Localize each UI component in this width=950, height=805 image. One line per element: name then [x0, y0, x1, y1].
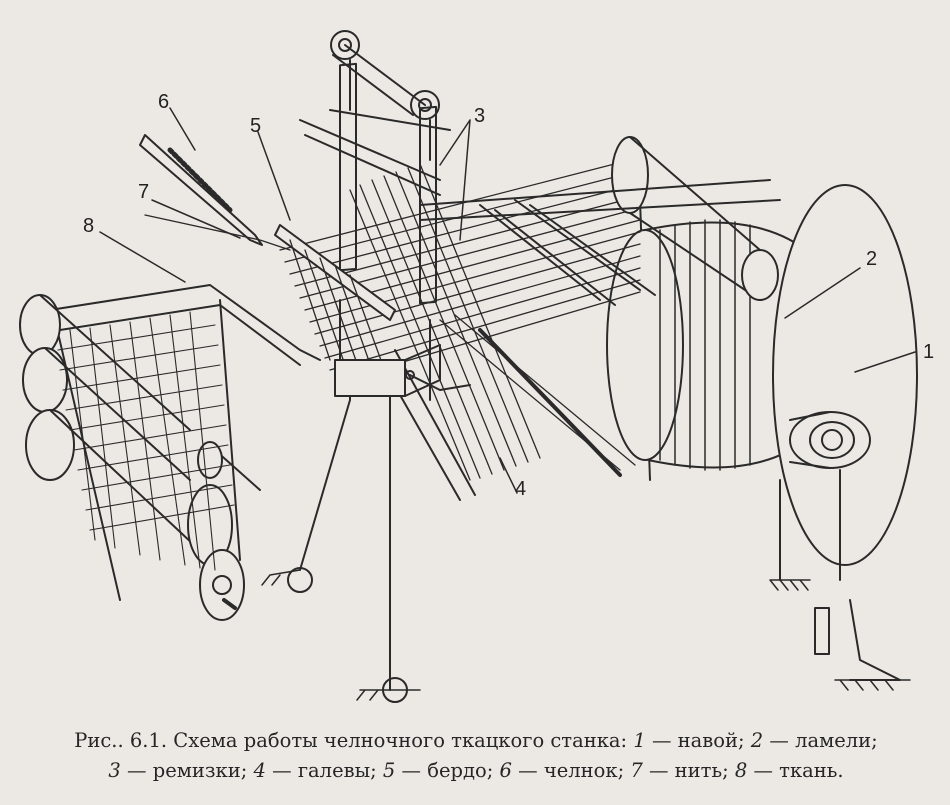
caption-item-8: 8 — ткань.	[734, 759, 844, 782]
label-2: 2	[866, 248, 877, 270]
caption-prefix: Рис.. 6.1. Схема работы челночного ткацк…	[74, 729, 628, 752]
loom-diagram: 1 2 3 4 5 6 7 8	[19, 30, 934, 703]
part-labels: 1 2 3 4 5 6 7 8	[83, 91, 934, 500]
label-4: 4	[515, 478, 526, 500]
caption-item-3: 3 — ремизки;	[108, 759, 248, 782]
fabric	[19, 284, 321, 621]
figure-caption: Рис.. 6.1. Схема работы челночного ткацк…	[20, 726, 932, 786]
caption-item-1: 1 — навой;	[633, 729, 745, 752]
shuttle	[139, 134, 263, 246]
weft-thread	[144, 214, 291, 251]
caption-item-4: 4 — галевы;	[253, 759, 377, 782]
reed	[261, 224, 471, 703]
caption-item-5: 5 — бердо;	[382, 759, 494, 782]
heddles	[349, 163, 636, 481]
heald-frames	[299, 30, 476, 501]
label-6: 6	[158, 91, 169, 113]
caption-item-6: 6 — челнок;	[499, 759, 625, 782]
label-5: 5	[250, 115, 261, 137]
caption-item-7: 7 — нить;	[630, 759, 729, 782]
label-8: 8	[83, 215, 94, 237]
label-3: 3	[474, 105, 485, 127]
warp-beam	[606, 184, 918, 691]
label-7: 7	[138, 181, 149, 203]
drop-wires	[419, 136, 781, 306]
label-1: 1	[923, 341, 934, 363]
leader-lines	[99, 107, 916, 494]
caption-item-2: 2 — ламели;	[750, 729, 878, 752]
